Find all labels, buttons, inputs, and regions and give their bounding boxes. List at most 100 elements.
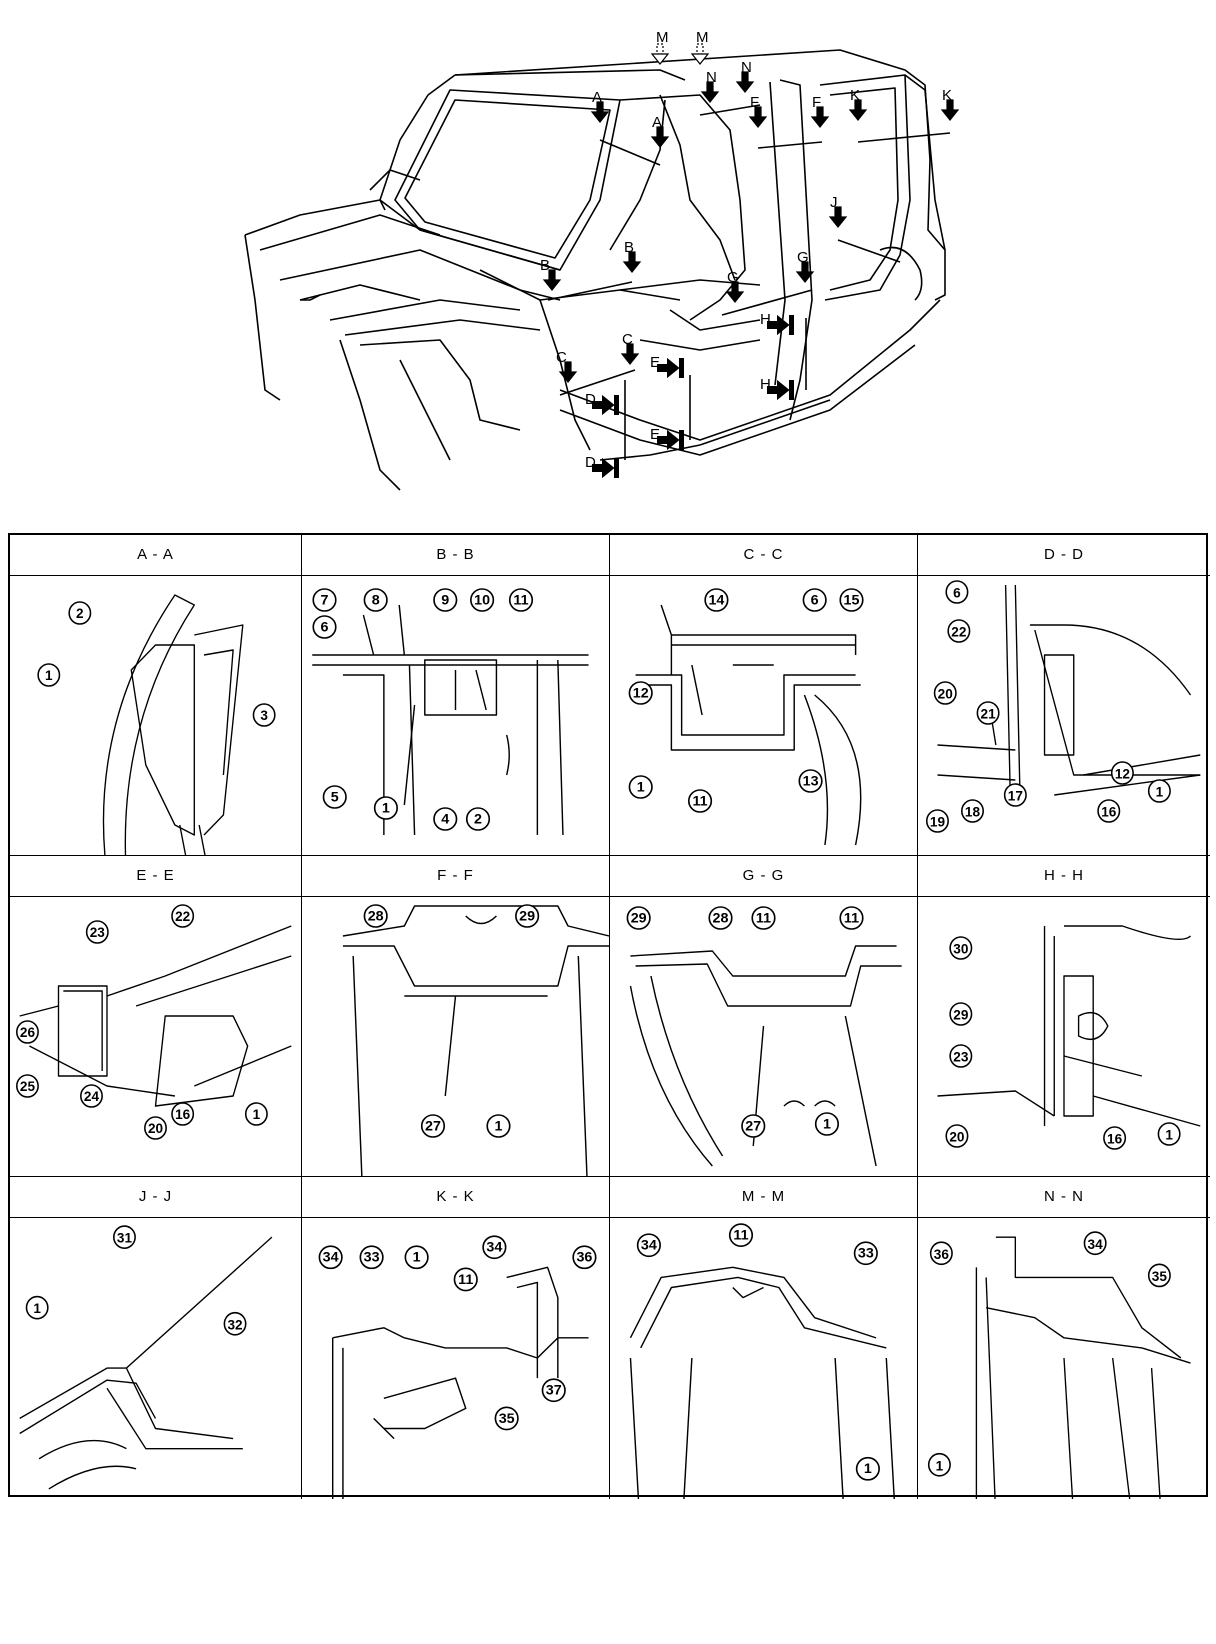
part-callout-number: 33: [364, 1250, 380, 1266]
section-marker-h: [767, 314, 794, 336]
part-callout: 20: [933, 681, 957, 705]
section-marker-label: B: [624, 239, 634, 256]
part-callout-number: 37: [546, 1383, 562, 1399]
section-marker-label: G: [797, 249, 809, 266]
part-callout: 5: [322, 785, 347, 809]
part-callout: 14: [704, 588, 729, 612]
part-callout: 9: [433, 588, 458, 612]
part-callout: 1: [628, 775, 653, 799]
part-callout: 12: [628, 681, 653, 705]
part-callout-number: 13: [803, 774, 819, 790]
part-callout: 16: [171, 1102, 195, 1126]
section-cut-line: [757, 141, 823, 149]
part-callout-number: 36: [576, 1250, 592, 1266]
part-callout: 33: [853, 1241, 878, 1266]
part-callout: 1: [927, 1452, 951, 1477]
part-callout-number: 23: [90, 925, 105, 940]
part-callout-number: 35: [499, 1411, 515, 1427]
part-callout: 8: [363, 588, 388, 612]
part-callout: 28: [363, 904, 388, 928]
part-callout-number: 29: [953, 1006, 968, 1022]
part-callout: 11: [751, 906, 776, 930]
part-callout: 1: [814, 1112, 840, 1136]
part-callout: 1: [37, 663, 61, 687]
part-callout-number: 6: [811, 593, 819, 609]
part-callout: 6: [312, 615, 337, 639]
section-title: H - H: [918, 856, 1210, 897]
part-callout: 23: [85, 920, 109, 944]
part-callout-number: 24: [84, 1089, 99, 1104]
part-callout: 27: [741, 1114, 766, 1138]
section-marker-k: [848, 99, 868, 121]
section-drawing: 123: [37, 594, 276, 855]
part-callout: 11: [508, 588, 534, 612]
part-callout-number: 1: [413, 1250, 421, 1266]
part-callout: 3: [252, 703, 276, 727]
part-callout-number: 16: [175, 1107, 190, 1122]
part-callout: 29: [515, 904, 540, 928]
part-callout: 36: [929, 1241, 953, 1266]
part-callout-number: 20: [938, 685, 953, 701]
part-callout: 20: [945, 1124, 969, 1148]
part-callout-number: 7: [321, 593, 329, 609]
part-callout-number: 12: [1115, 765, 1130, 781]
section-title: J - J: [10, 1177, 301, 1218]
part-callout-number: 33: [858, 1246, 874, 1262]
section-marker-e: [657, 357, 684, 379]
part-callout-number: 6: [321, 620, 329, 636]
section-marker-j: [828, 206, 848, 228]
section-marker-n: [735, 71, 755, 93]
part-callout-number: 31: [117, 1229, 132, 1245]
section-marker-label: N: [706, 69, 717, 86]
section-marker-m: [690, 43, 710, 65]
part-callout: 1: [404, 1245, 429, 1270]
part-callout-number: 28: [713, 911, 729, 927]
part-callout-number: 10: [474, 593, 490, 609]
part-callout-number: 14: [708, 593, 724, 609]
section-title: D - D: [918, 535, 1210, 576]
part-callout-number: 29: [631, 911, 647, 927]
part-callout-number: 15: [844, 593, 860, 609]
section-marker-label: A: [592, 89, 602, 106]
part-callout: 1: [486, 1114, 511, 1138]
section-cut-line: [721, 289, 813, 316]
part-callout: 35: [1147, 1263, 1171, 1288]
part-callout: 11: [728, 1223, 754, 1248]
part-callout: 34: [482, 1235, 507, 1260]
part-callout: 12: [1110, 761, 1134, 785]
part-callout-number: 32: [227, 1316, 242, 1332]
part-callout-number: 26: [20, 1025, 35, 1040]
part-callout: 1: [1157, 1122, 1181, 1146]
part-callout: 21: [976, 701, 1000, 725]
part-callout: 13: [798, 769, 823, 793]
part-callout: 18: [961, 799, 984, 823]
part-callout-number: 11: [733, 1228, 748, 1244]
part-callout-number: 27: [425, 1119, 441, 1135]
part-callout: 22: [947, 619, 971, 643]
section-marker-label: F: [750, 94, 759, 111]
section-marker-label: B: [540, 257, 550, 274]
part-callout: 15: [839, 588, 864, 612]
part-callout: 10: [470, 588, 495, 612]
section-marker-label: D: [585, 391, 596, 408]
part-callout: 11: [453, 1267, 478, 1292]
section-marker-c: [620, 343, 640, 365]
section-marker-label: K: [850, 87, 860, 104]
part-callout-number: 28: [368, 909, 384, 925]
part-callout: 26: [16, 1020, 39, 1044]
part-callout: 25: [16, 1074, 39, 1098]
part-callout-number: 21: [981, 705, 996, 721]
part-callout: 7: [312, 588, 337, 612]
section-marker-b: [622, 251, 642, 273]
part-callout: 6: [945, 580, 969, 604]
part-callout: 36: [572, 1245, 597, 1270]
